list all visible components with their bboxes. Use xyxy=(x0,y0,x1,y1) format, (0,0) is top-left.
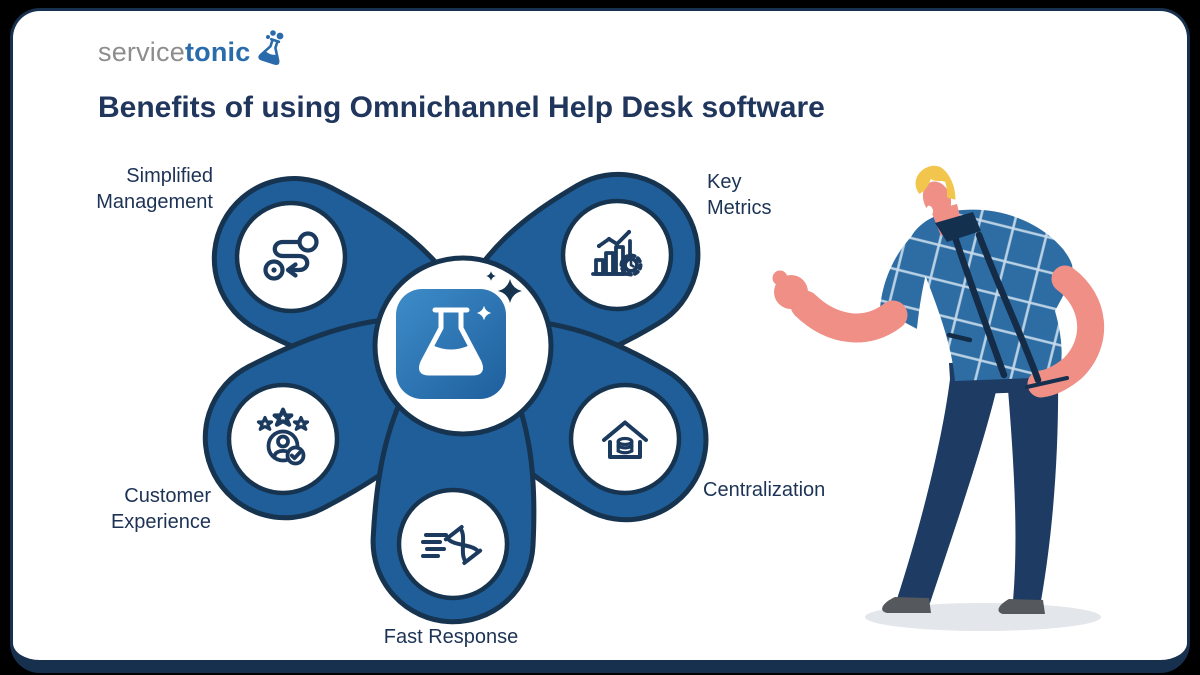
flask-glyph xyxy=(419,307,483,376)
warehouse-database-icon xyxy=(602,420,648,459)
pointing-arm xyxy=(772,270,908,343)
logo-text-tonic: tonic xyxy=(184,37,251,67)
label-key-metrics: Key Metrics xyxy=(707,171,772,220)
pocket-arm xyxy=(1025,265,1105,398)
label-customer-experience: Customer Experience xyxy=(110,485,211,534)
plaid-shirt xyxy=(911,209,1074,381)
speed-hourglass-icon xyxy=(421,525,483,565)
collar xyxy=(935,212,981,242)
label-fast-response: Fast Response xyxy=(383,626,519,648)
benefits-flower-diagram xyxy=(202,171,709,625)
node-circles xyxy=(226,198,682,601)
bar-chart-gear-icon xyxy=(591,229,643,277)
diagram-center xyxy=(372,255,554,437)
node-circle-customer-experience xyxy=(226,382,340,496)
pocket-line xyxy=(1025,376,1069,389)
route-icon xyxy=(263,231,319,281)
sparkle-icon-large-navy xyxy=(498,279,522,303)
shoes xyxy=(882,597,1045,614)
sparkle-icon-tiny-navy xyxy=(486,271,496,281)
customer-rating-icon xyxy=(256,407,310,466)
man-pointing-illustration xyxy=(772,165,1105,631)
page-title: Benefits of using Omnichannel Help Desk … xyxy=(98,91,825,124)
sparkle-icon-small-white xyxy=(476,305,492,321)
label-simplified-management: Simplified Management xyxy=(96,165,213,214)
label-centralization: Centralization xyxy=(703,479,826,501)
head xyxy=(915,165,956,217)
mouth xyxy=(926,205,934,215)
flask-bubbles-icon xyxy=(258,29,284,65)
logo-text-service: service xyxy=(98,37,185,67)
flask-app-icon xyxy=(396,289,506,399)
